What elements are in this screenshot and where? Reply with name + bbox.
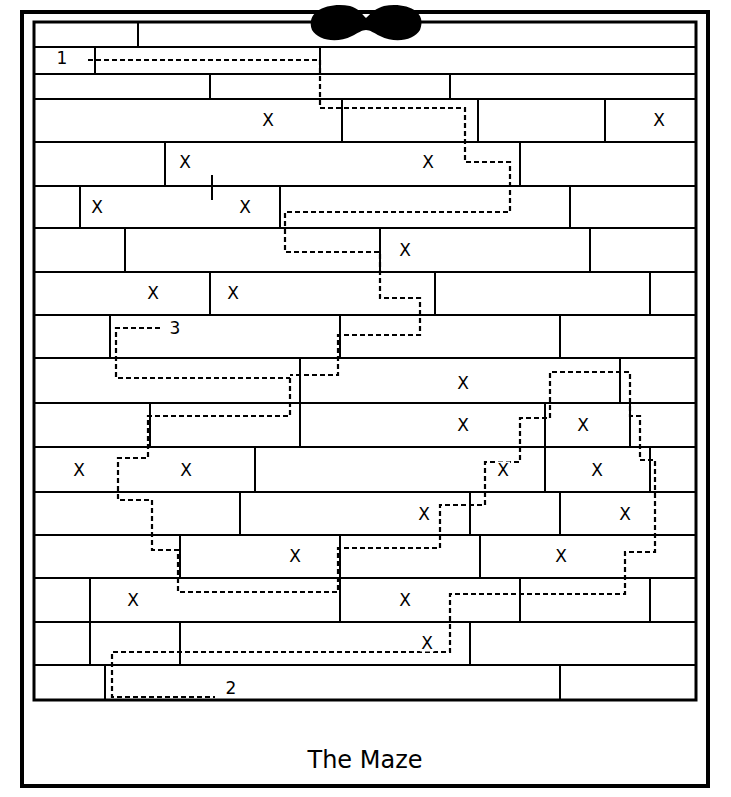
top-emblem	[311, 5, 422, 40]
outer-frame	[22, 12, 708, 786]
cross-mark: X	[90, 199, 104, 216]
cross-mark: X	[178, 154, 192, 171]
cross-mark: X	[417, 506, 431, 523]
cross-mark: X	[496, 462, 510, 479]
cross-mark: X	[421, 154, 435, 171]
cross-mark: X	[179, 462, 193, 479]
cross-mark: X	[590, 462, 604, 479]
cross-mark: X	[398, 242, 412, 259]
cross-mark: X	[72, 462, 86, 479]
cross-mark: X	[618, 506, 632, 523]
cross-mark: X	[288, 548, 302, 565]
dashed-route	[88, 60, 655, 697]
cross-mark: X	[652, 112, 666, 129]
cross-mark: X	[554, 548, 568, 565]
cross-mark: X	[420, 635, 434, 652]
cross-mark: X	[238, 199, 252, 216]
cross-mark: X	[126, 592, 140, 609]
cross-mark: X	[456, 417, 470, 434]
cross-mark: X	[146, 285, 160, 302]
cross-mark: X	[398, 592, 412, 609]
cross-mark: X	[226, 285, 240, 302]
maze-border	[34, 22, 696, 700]
callout-number: 1	[56, 50, 69, 67]
callout-number: 2	[225, 680, 238, 697]
cross-mark: X	[261, 112, 275, 129]
cross-mark: X	[456, 375, 470, 392]
maze-walls	[34, 22, 696, 700]
cross-mark: X	[576, 417, 590, 434]
caption: The Maze	[307, 748, 422, 772]
callout-number: 3	[169, 320, 182, 337]
